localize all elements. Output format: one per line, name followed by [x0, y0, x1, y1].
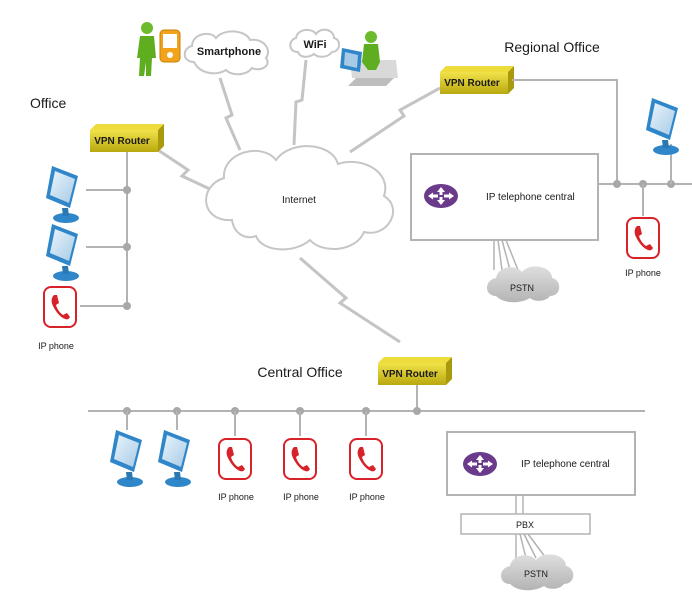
central-central-box	[446, 431, 636, 496]
central-pbx-link	[515, 495, 524, 514]
pbx-label: PBX	[516, 520, 534, 530]
regional-office-group: Regional Office VPN Router IP phone IP t…	[410, 39, 692, 303]
office-vpn-router-label: VPN Router	[94, 136, 150, 147]
office-vpn-router: VPN Router	[90, 124, 164, 152]
laptop-user-icon	[340, 31, 398, 86]
central-ip-phone-label-3: IP phone	[349, 492, 385, 502]
wifi-internet-link	[292, 59, 308, 146]
central-ip-phone-label-1: IP phone	[218, 492, 254, 502]
central-ip-phone-label-2: IP phone	[283, 492, 319, 502]
internet-label: Internet	[282, 195, 316, 206]
central-node-6	[413, 407, 421, 415]
office-monitor-icon-1	[46, 166, 79, 223]
regional-office-label: Regional Office	[504, 39, 600, 55]
regional-ip-phone-icon	[626, 217, 660, 259]
wifi-label: WiFi	[303, 39, 326, 51]
central-ip-phone-icon-2	[283, 438, 317, 480]
central-central-label: IP telephone central	[521, 459, 610, 470]
central-pstn-label: PSTN	[524, 569, 548, 579]
central-internet-link	[299, 256, 401, 344]
regional-internet-link	[349, 86, 441, 154]
regional-uplink	[512, 79, 618, 184]
office-label: Office	[30, 95, 67, 111]
regional-pstn-label: PSTN	[510, 283, 534, 293]
central-drop-links	[126, 411, 367, 436]
office-group: Office VPN Router IP phone	[30, 95, 164, 351]
central-central-icon	[463, 452, 497, 476]
pbx-box	[460, 513, 591, 535]
office-node-2	[123, 243, 131, 251]
central-ip-phone-icon-3	[349, 438, 383, 480]
smartphone-internet-link	[218, 77, 242, 151]
regional-vpn-router: VPN Router	[440, 66, 514, 94]
central-vpn-router: VPN Router	[378, 357, 452, 385]
person-icon	[137, 22, 156, 76]
internet-cloud: Internet	[205, 145, 395, 251]
smartphone-label: Smartphone	[197, 46, 261, 58]
wifi-cloud	[289, 28, 340, 58]
office-monitor-icon-2	[46, 224, 79, 281]
regional-central-label: IP telephone central	[486, 192, 575, 203]
office-node-3	[123, 302, 131, 310]
central-monitor-icon-1	[110, 430, 143, 487]
regional-central-icon	[424, 184, 458, 208]
office-ip-phone-label: IP phone	[38, 341, 74, 351]
wifi-group: WiFi	[289, 28, 398, 86]
smartphone-group: Smartphone	[137, 22, 269, 76]
central-office-label: Central Office	[257, 364, 343, 380]
central-vpn-router-label: VPN Router	[382, 369, 438, 380]
office-node-1	[123, 186, 131, 194]
regional-vpn-router-label: VPN Router	[444, 78, 500, 89]
smartphone-cloud	[183, 30, 269, 76]
regional-pstn-trunk	[493, 239, 519, 271]
regional-monitor-icon	[646, 98, 679, 155]
regional-ip-phone-label: IP phone	[625, 268, 661, 278]
central-monitor-icon-2	[158, 430, 191, 487]
smartphone-device-icon	[159, 29, 181, 63]
regional-node-1	[613, 180, 621, 188]
central-office-group: Central Office VPN Router IP phone IP ph…	[88, 357, 645, 591]
wireless-links	[157, 59, 441, 344]
central-ip-phone-icon-1	[218, 438, 252, 480]
office-ip-phone-icon	[43, 286, 77, 328]
office-internet-link	[157, 148, 213, 192]
central-pstn-cloud	[501, 554, 574, 591]
central-pstn-trunk	[515, 533, 547, 559]
regional-pstn-cloud	[487, 266, 560, 303]
